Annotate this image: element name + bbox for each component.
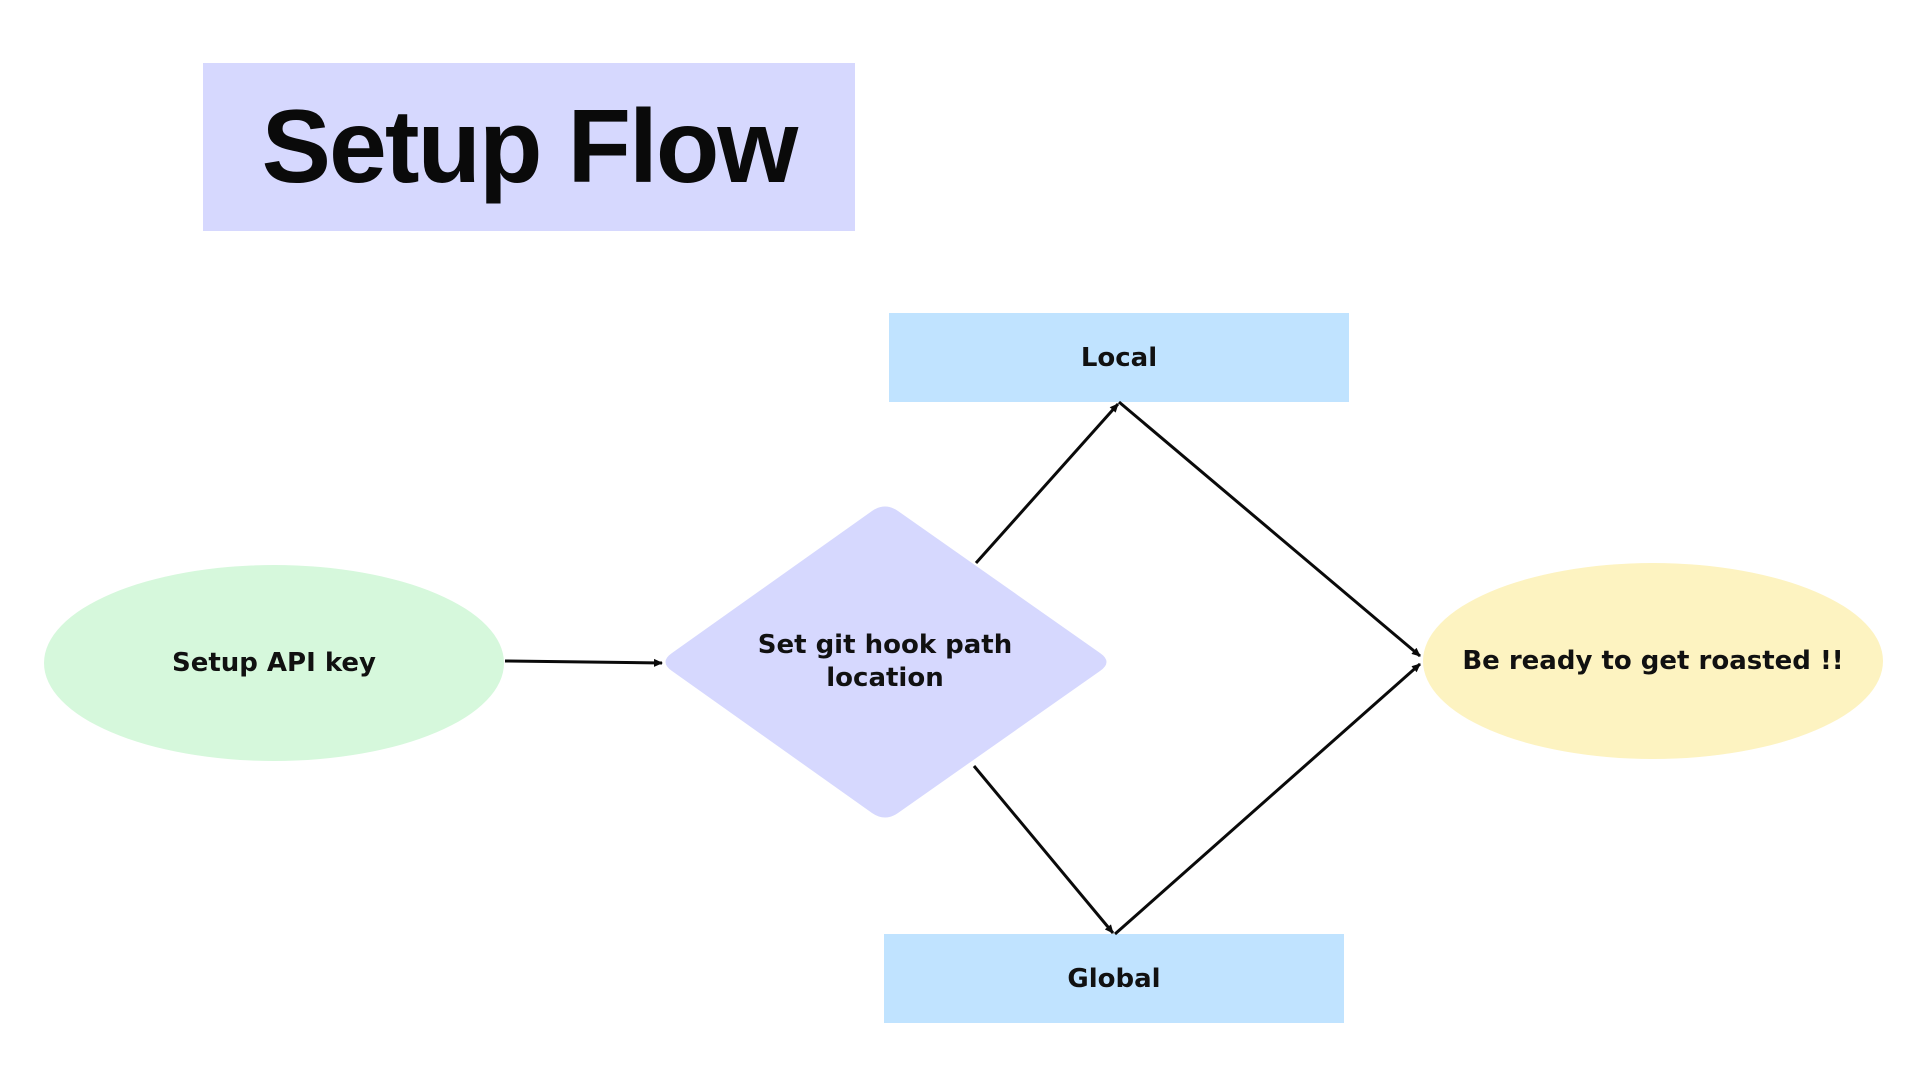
start-node-label: Setup API key [171,648,377,678]
title-background [203,63,855,231]
global-node-label: Global [1067,963,1161,994]
global-node-shape[interactable] [884,934,1344,1023]
start-node-shape[interactable] [44,565,504,761]
edge-local-to-end [1118,400,1421,658]
edge-start-to-decision [504,658,663,667]
end-node-shape[interactable] [1423,563,1883,759]
end-node-label: Be ready to get roasted !! [1462,646,1844,676]
diagram-title: Setup Flow [261,89,799,205]
local-node-shape[interactable] [889,313,1349,402]
local-node-label: Local [1080,342,1158,373]
edge-decision-to-global [972,765,1115,934]
title-box: Setup Flow [203,63,855,231]
edge-decision-to-local [974,403,1120,564]
decision-node-shape[interactable] [665,506,1107,818]
decision-node-label: Set git hook path location [757,630,1013,693]
edge-global-to-end [1114,662,1421,936]
